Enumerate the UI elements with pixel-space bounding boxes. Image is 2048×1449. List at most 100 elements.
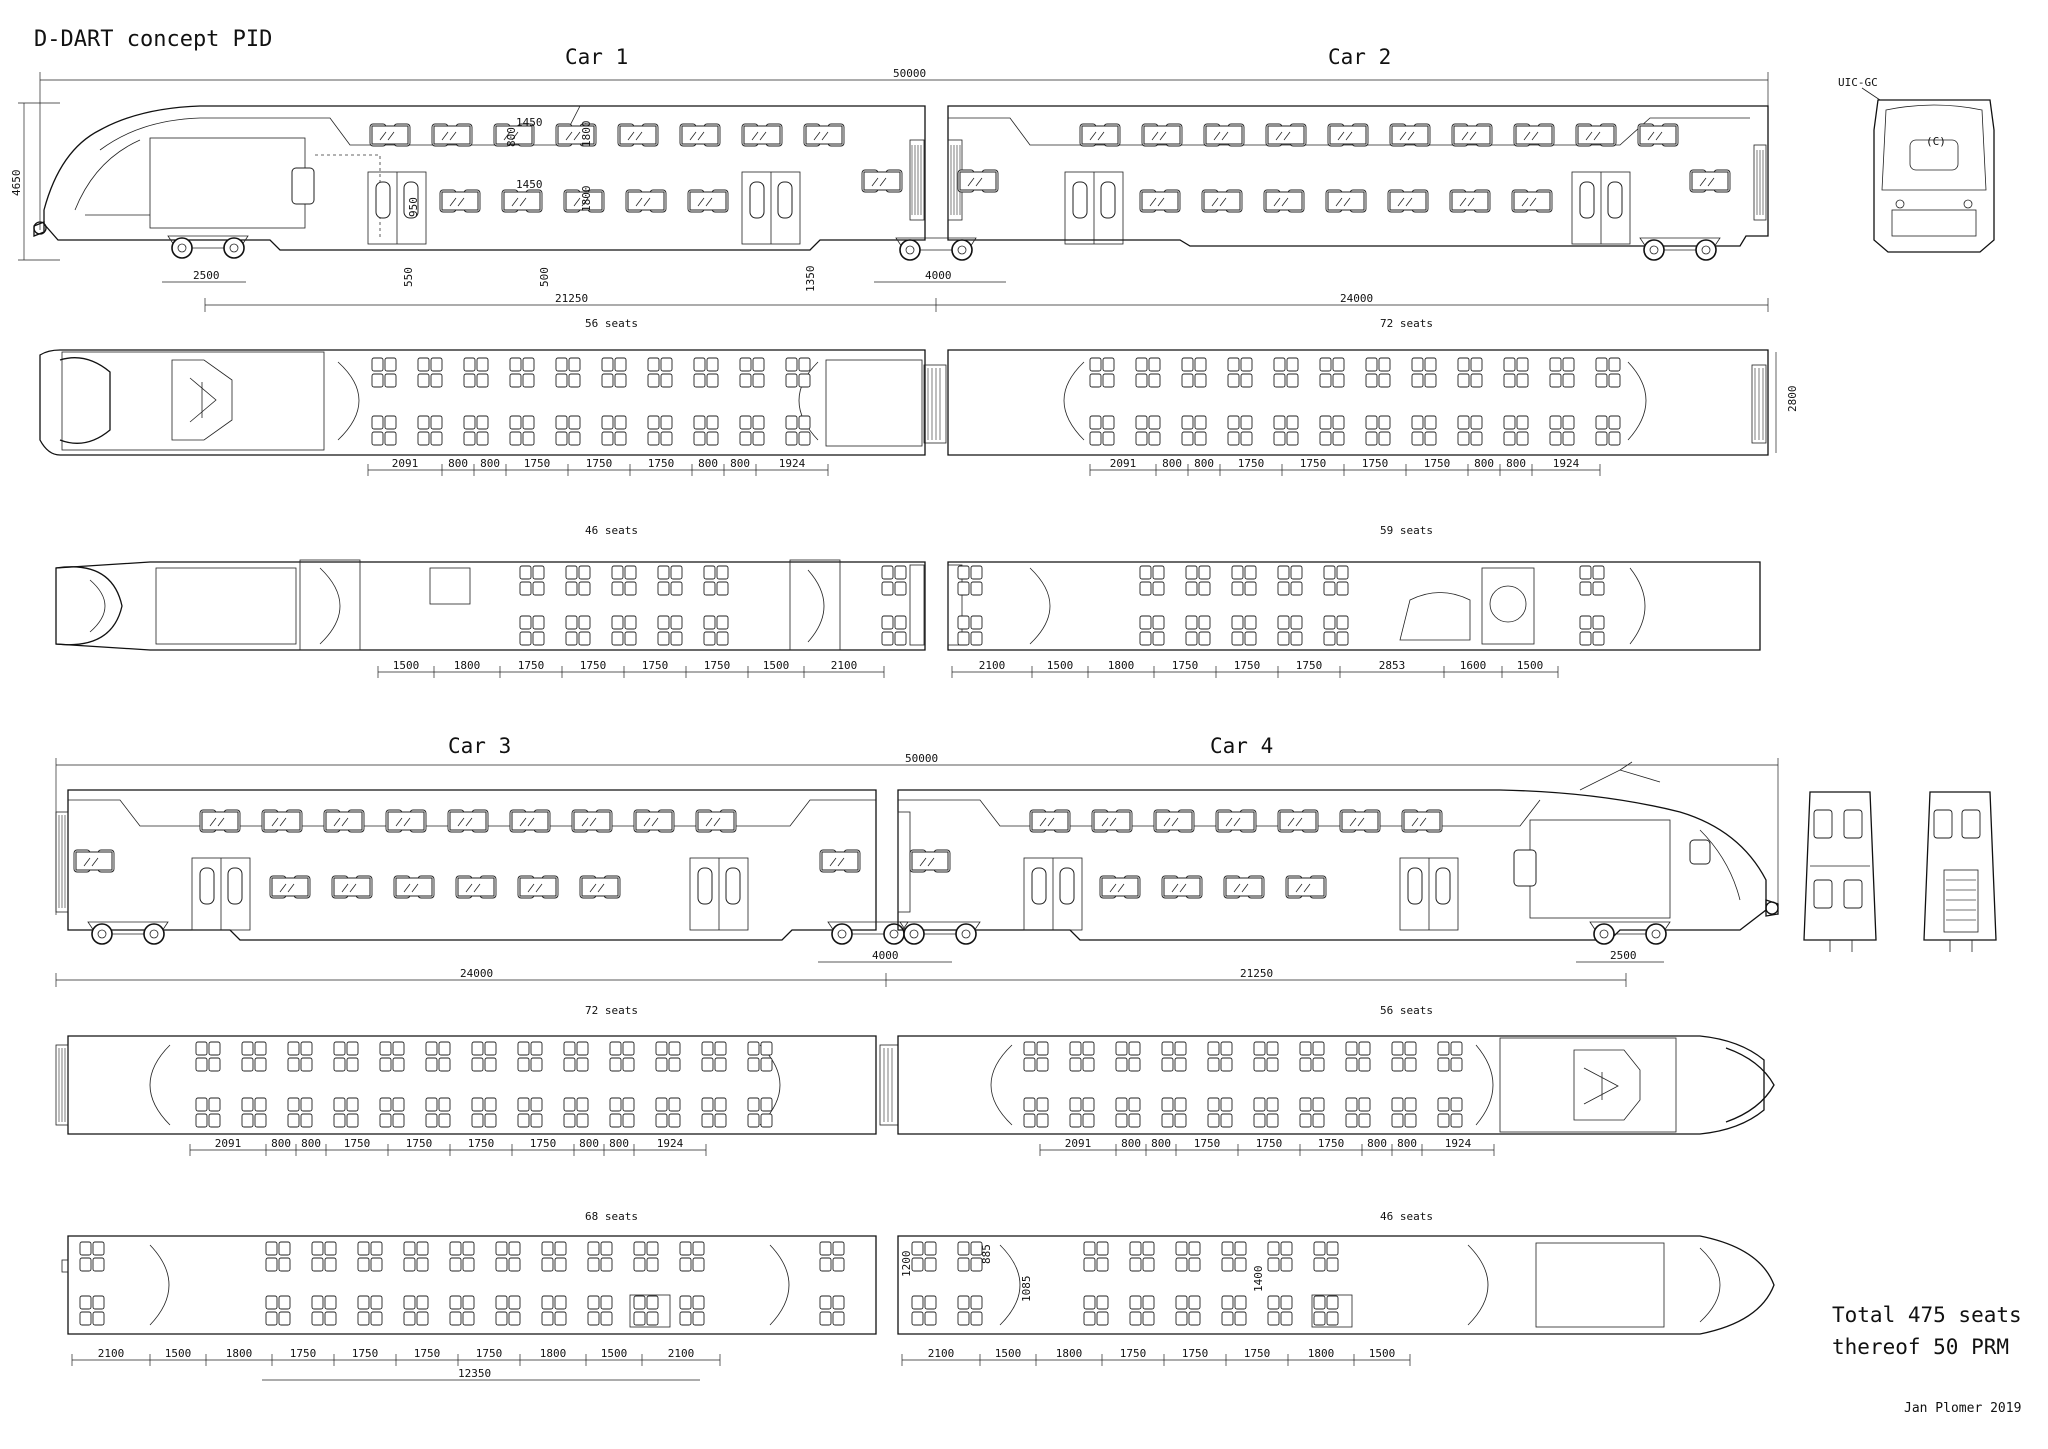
seat-icon	[517, 1097, 543, 1128]
dimension-label: 1750	[1182, 1347, 1209, 1360]
dimension-label: 2091	[1065, 1137, 1092, 1150]
seat-icon	[1457, 415, 1483, 446]
overall-length-value: 50000	[893, 67, 926, 80]
seat-icon	[1457, 357, 1483, 388]
seat-icon	[1263, 189, 1305, 213]
seat-icon	[1161, 1097, 1187, 1128]
dimension-label: 1500	[165, 1347, 192, 1360]
car-1-length: 21250	[555, 292, 588, 305]
dimension-label: 1500	[1047, 659, 1074, 672]
seat-icon	[425, 1041, 451, 1072]
seat-icon	[911, 1241, 937, 1272]
dim-800: 800	[505, 127, 518, 147]
seat-icon	[1185, 615, 1211, 646]
dimension-label: 1750	[1238, 457, 1265, 470]
dimension-label: 1800	[1056, 1347, 1083, 1360]
height-value: 4650	[10, 170, 23, 197]
seat-icon	[1079, 123, 1121, 147]
seat-icon	[403, 1295, 429, 1326]
seat-icon	[449, 1241, 475, 1272]
car-1-lower-seat-count: 46 seats	[585, 524, 638, 537]
seat-icon	[463, 357, 489, 388]
seat-icon	[701, 1097, 727, 1128]
seat-icon	[803, 123, 845, 147]
car-1-side-elevation	[33, 105, 926, 259]
dimension-label: 1500	[393, 659, 420, 672]
seat-icon	[1083, 1241, 1109, 1272]
dimension-label: 1750	[1256, 1137, 1283, 1150]
uic-gauge-label: UIC-GC	[1838, 76, 1878, 89]
seat-icon	[1319, 415, 1345, 446]
seat-icon	[571, 809, 613, 833]
dimension-label: 1750	[1318, 1137, 1345, 1150]
dimension-label: 1750	[580, 659, 607, 672]
seat-icon	[1843, 879, 1863, 909]
seat-icon	[633, 809, 675, 833]
seat-icon	[1813, 879, 1833, 909]
seat-icon	[957, 169, 999, 193]
seat-icon	[957, 1241, 983, 1272]
wheel-icon	[883, 923, 905, 945]
dimension-label: 1800	[1108, 659, 1135, 672]
seat-icon	[881, 615, 907, 646]
dimension-label: 1750	[1120, 1347, 1147, 1360]
seat-icon	[471, 1041, 497, 1072]
seat-icon	[439, 189, 481, 213]
seat-icon	[1391, 1097, 1417, 1128]
seat-icon	[1411, 415, 1437, 446]
wheel-icon	[955, 923, 977, 945]
dimension-label: 1750	[290, 1347, 317, 1360]
seat-icon	[1215, 809, 1257, 833]
car-3-side-elevation	[55, 789, 909, 945]
seat-icon	[633, 1241, 659, 1272]
wheel-icon	[903, 923, 925, 945]
seat-icon	[1253, 1041, 1279, 1072]
seat-icon	[703, 615, 729, 646]
seat-icon	[379, 1041, 405, 1072]
seat-icon	[1503, 415, 1529, 446]
seat-icon	[785, 415, 811, 446]
seat-icon	[195, 1041, 221, 1072]
dimension-label: 1924	[657, 1137, 684, 1150]
seat-icon	[1365, 415, 1391, 446]
seat-icon	[493, 123, 535, 147]
jacobs-bogie-spacing-bottom: 4000	[872, 949, 899, 962]
car-4-label: Car 4	[1210, 734, 1273, 758]
seat-icon	[1579, 565, 1605, 596]
dimension-label: 1750	[1424, 457, 1451, 470]
seat-icon	[1135, 415, 1161, 446]
seat-icon	[861, 169, 903, 193]
cross-section-views	[1803, 791, 1997, 952]
overall-length-dimension-bottom: 50000	[55, 752, 1779, 915]
seat-icon	[1231, 565, 1257, 596]
seat-icon	[1129, 1241, 1155, 1272]
wheel-icon	[171, 237, 193, 259]
seat-icon	[1091, 809, 1133, 833]
seat-icon	[1285, 875, 1327, 899]
seat-icon	[1323, 565, 1349, 596]
seat-icon	[509, 809, 551, 833]
seat-icon	[1201, 189, 1243, 213]
seat-icon	[1345, 1097, 1371, 1128]
seat-icon	[565, 615, 591, 646]
seat-icon	[1277, 615, 1303, 646]
dimension-label: 800	[1397, 1137, 1417, 1150]
seat-icon	[1325, 189, 1367, 213]
seat-icon	[1227, 357, 1253, 388]
seat-icon	[1175, 1241, 1201, 1272]
wheel-icon	[1645, 923, 1667, 945]
dimension-label: 1750	[1300, 457, 1327, 470]
dimension-label: 1800	[540, 1347, 567, 1360]
dimension-label: 1200	[900, 1251, 913, 1278]
wheel-icon	[899, 239, 921, 261]
seat-icon	[519, 565, 545, 596]
wheel-icon	[91, 923, 113, 945]
seat-icon	[1549, 357, 1575, 388]
seat-icon	[1221, 1241, 1247, 1272]
dim-500: 500	[538, 267, 551, 287]
dimension-label: 1750	[1244, 1347, 1271, 1360]
dimension-label: 1750	[352, 1347, 379, 1360]
dimension-label: 1800	[226, 1347, 253, 1360]
seat-icon	[1345, 1041, 1371, 1072]
